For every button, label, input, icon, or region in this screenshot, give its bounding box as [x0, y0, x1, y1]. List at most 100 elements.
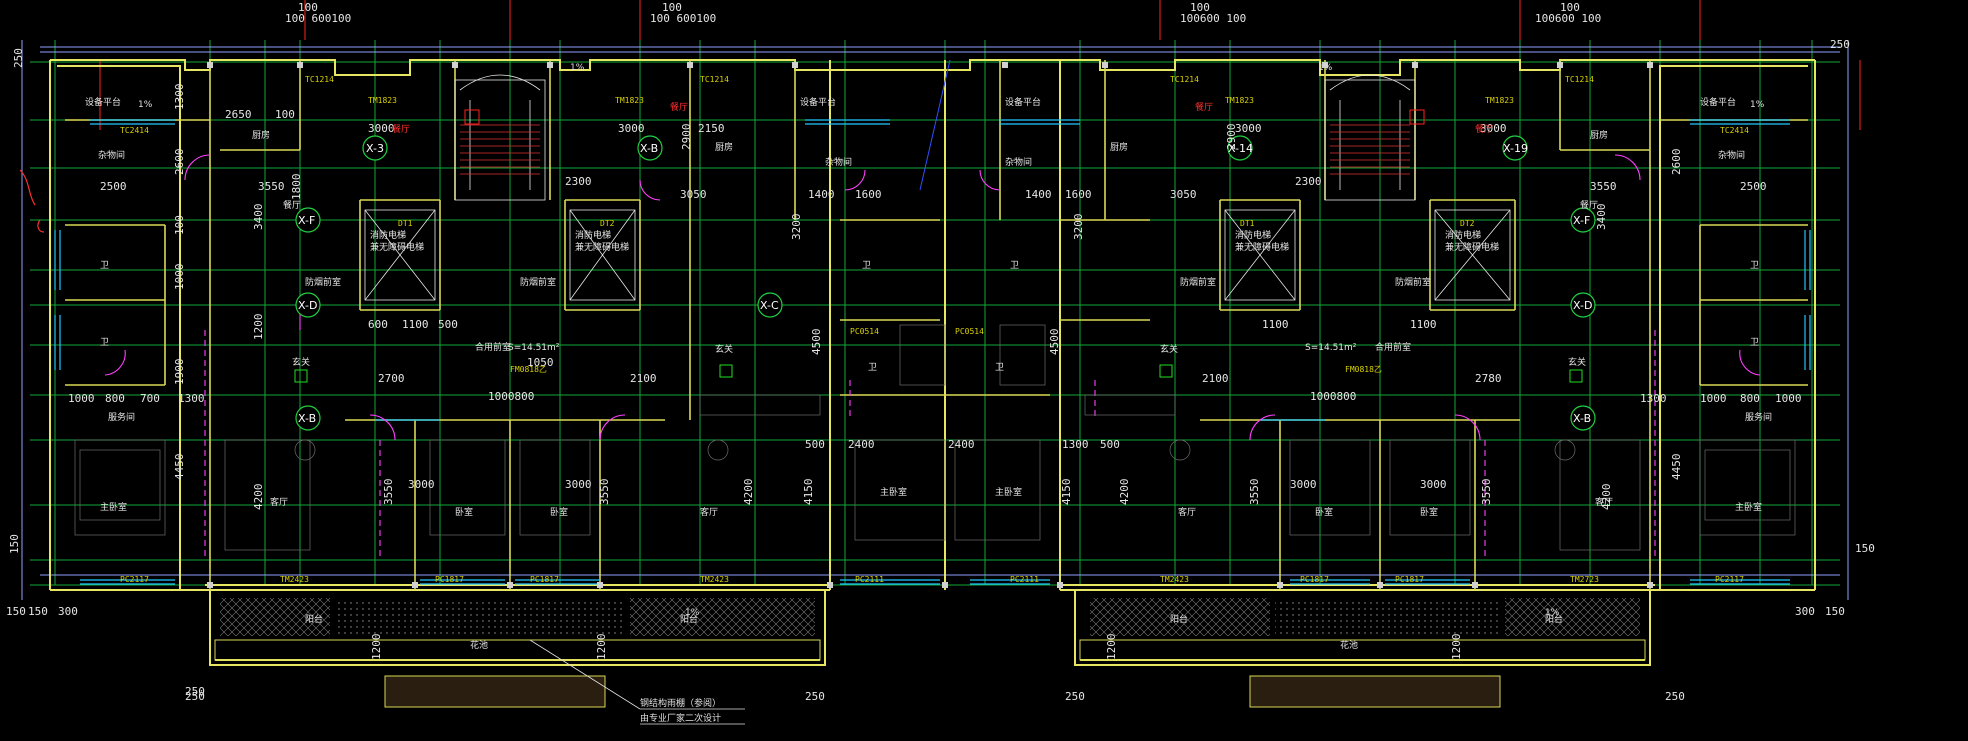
dim-3000-b: 3000: [618, 122, 645, 135]
side-dim-right-2: 150: [1825, 605, 1845, 618]
side-dim-right-0: 250: [1830, 38, 1850, 51]
shared-lobby-2: 合用前室: [1375, 341, 1411, 353]
dim-3000-c: 3000: [408, 478, 435, 491]
side-dim-left-4: 300: [58, 605, 78, 618]
room-kitchen-1: 厨房: [252, 129, 270, 141]
room-kitchen-4: 厨房: [1590, 129, 1608, 141]
bdim-1200-c: 1200: [1105, 634, 1118, 661]
room-entry-2: 玄关: [715, 343, 733, 355]
room-balcony-2: 阳台: [680, 613, 698, 625]
columns: [207, 62, 1653, 588]
side-dim-mid-0: 250: [805, 690, 825, 703]
room-utility-2: 服务间: [1745, 411, 1772, 423]
room-entry-1: 玄关: [292, 356, 310, 368]
room-bath-3: 卫: [1750, 261, 1759, 271]
red-markers: [294, 109, 1583, 383]
room-equip-platform-3: 设备平台: [1005, 96, 1041, 108]
vdim-3550-b: 3550: [598, 479, 611, 506]
side-dim-left-5: 250: [185, 685, 205, 698]
room-dining-2: 餐厅: [1580, 199, 1598, 211]
red-reference-lines: [99, 0, 1861, 130]
room-bedroom-1: 卧室: [455, 506, 473, 518]
balcony-dimensions: 1200 1200 1200 1200: [370, 634, 1463, 661]
room-balcony-3: 阳台: [1170, 613, 1188, 625]
dim-3050-a: 3050: [680, 188, 707, 201]
axis-marker-1: X-B: [640, 142, 658, 155]
red-handmark: [19, 169, 45, 233]
axis-marker-labels: X-3 X-B X-F X-D X-B X-C X-14 X-19 X-F X-…: [298, 142, 1592, 425]
top-dim-6: 100: [1560, 1, 1580, 14]
tag-tm2723: TM2723: [1570, 575, 1599, 584]
vdim-1300-a: 1300: [173, 84, 186, 111]
tag-tc1214-2: TC1214: [700, 75, 729, 84]
top-dim-1: 100 600100: [285, 12, 351, 25]
axis-marker-circles: [295, 135, 1596, 431]
dim-100: 100: [275, 108, 295, 121]
tag-tm1823-1: TM1823: [368, 96, 397, 105]
side-dim-left-6: 250: [185, 690, 205, 703]
dim-3550-a: 3550: [258, 180, 285, 193]
vdim-1800-a: 1800: [290, 174, 303, 201]
fire-lobby-4: 防烟前室: [1395, 276, 1431, 288]
dim-2400-a: 2400: [848, 438, 875, 451]
slope-5: 1%: [685, 608, 700, 618]
room-planter-2: 花池: [1340, 639, 1358, 651]
vdim-4450-b: 4450: [1670, 454, 1683, 481]
dim-2700-a: 2700: [378, 372, 405, 385]
dim-1000800-a: 1000800: [488, 390, 534, 403]
dim-1600-b: 1600: [1065, 188, 1092, 201]
room-master-2: 主卧室: [880, 486, 907, 498]
tag-pc2117-1: PC2117: [120, 575, 149, 584]
blue-leader-line: [919, 59, 951, 191]
elevator-note-4: 兼无障碍电梯: [1445, 241, 1499, 253]
top-dimensions: 100 100 600100 100 100 600100 100 100600…: [285, 1, 1601, 25]
vdim-4200-d: 4200: [1600, 484, 1613, 511]
dim-2150-a: 2150: [698, 122, 725, 135]
vdim-3400-b: 3400: [1595, 204, 1608, 231]
top-dim-5: 100600 100: [1180, 12, 1246, 25]
dim-800-b: 800: [1740, 392, 1760, 405]
stair-treads-left: [460, 124, 540, 175]
red-label-dining-3: 餐厅: [1195, 101, 1213, 113]
dim-3000-h: 3000: [1420, 478, 1447, 491]
dimension-lines: [21, 40, 1849, 600]
dim-1000800-b: 1000800: [1310, 390, 1356, 403]
room-living-2: 客厅: [700, 506, 718, 518]
room-equip-platform-1: 设备平台: [85, 96, 121, 108]
vdim-2900-a: 2900: [680, 124, 693, 151]
dim-3000-f: 3000: [1480, 122, 1507, 135]
slope-marks: 1% 1% 1% 1% 1% 1%: [138, 63, 1765, 618]
vdim-1900-a: 1900: [173, 359, 186, 386]
room-living-1: 客厅: [270, 496, 288, 508]
vdim-4200-c: 4200: [1118, 479, 1131, 506]
tag-pc1817-4: PC1817: [1395, 575, 1424, 584]
area-1: S=14.51m²: [508, 343, 560, 353]
room-storage-1: 杂物间: [98, 149, 125, 161]
dim-1000-b: 1000: [1700, 392, 1727, 405]
side-dim-right-1: 150: [1855, 542, 1875, 555]
room-entry-4: 玄关: [1568, 356, 1586, 368]
room-storage-3: 杂物间: [1005, 156, 1032, 168]
vdim-3400-a: 3400: [252, 204, 265, 231]
room-bath-5: 卫: [862, 261, 871, 271]
room-kitchen-2: 厨房: [715, 141, 733, 153]
red-labels: 餐厅 餐厅 餐厅 餐厅: [392, 101, 1493, 135]
slope-1: 1%: [138, 100, 153, 110]
tag-pc2117-2: PC2117: [1715, 575, 1744, 584]
vdim-200-a: 100: [173, 215, 186, 235]
dim-2100-b: 2100: [1202, 372, 1229, 385]
side-dim-left-1: 150: [8, 534, 21, 554]
dim-1050-a: 1050: [527, 356, 554, 369]
room-living-4: 客厅: [1595, 496, 1613, 508]
elevator-fire-3: 消防电梯: [1235, 229, 1271, 241]
component-tags: TC2414 TC2414 TM1823 TM1823 TM1823 TM182…: [120, 75, 1749, 584]
vdim-1200-a: 1200: [252, 314, 265, 341]
tag-tm1823-3: TM1823: [1225, 96, 1254, 105]
tag-pc2111-1: PC2111: [855, 575, 884, 584]
room-balcony-4: 阳台: [1545, 613, 1563, 625]
dim-1400-b: 1400: [1025, 188, 1052, 201]
red-label-dining-4: 餐厅: [1475, 123, 1493, 135]
top-dim-4: 100: [1190, 1, 1210, 14]
dim-700-a: 700: [140, 392, 160, 405]
